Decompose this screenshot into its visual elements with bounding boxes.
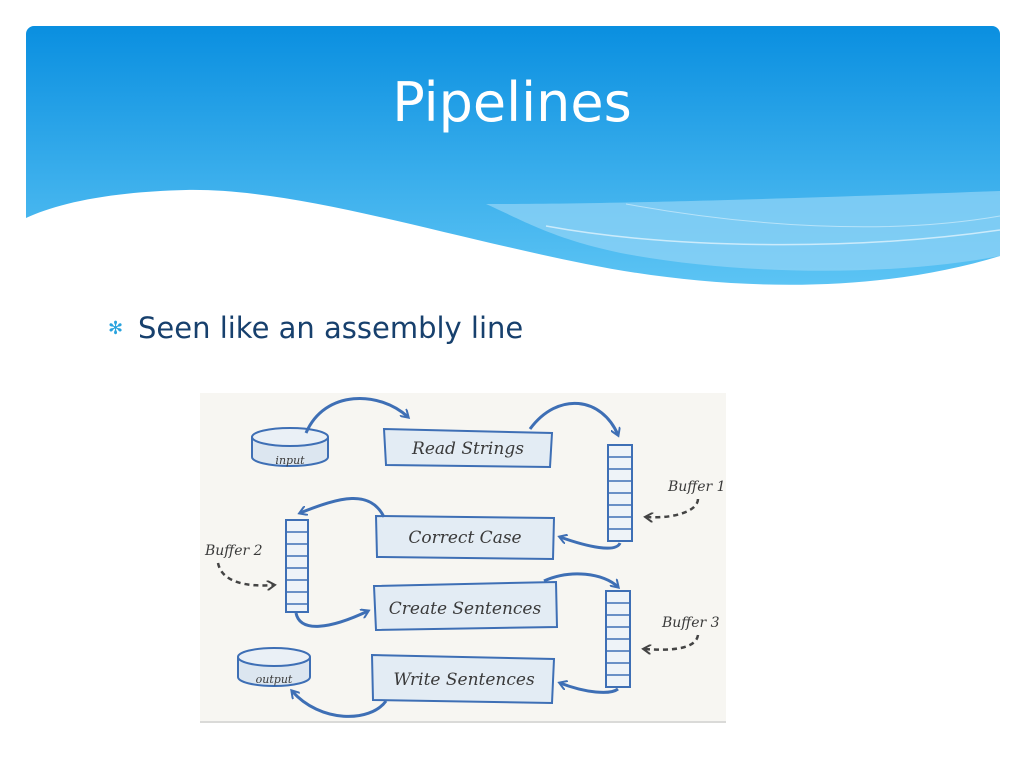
output-label: output: [256, 673, 293, 686]
flow-arrow: [560, 537, 622, 550]
buffer-3-stack: [605, 590, 631, 688]
asterisk-bullet-icon: ✻: [108, 317, 124, 339]
flow-arrow: [560, 683, 619, 694]
dashed-arrow: [216, 562, 274, 585]
buffer-2-stack: [285, 519, 309, 613]
stage-label: Read Strings: [411, 439, 524, 459]
stage-correct-case: Correct Case: [374, 514, 556, 561]
flow-arrow: [304, 397, 408, 434]
output-drum: output: [237, 647, 311, 687]
input-drum: input: [251, 427, 329, 467]
slide-title: Pipelines: [392, 71, 632, 134]
dashed-arrow: [644, 634, 700, 650]
pipeline-diagram: input output Read Strings Correct Case C…: [200, 393, 726, 723]
stage-create-sentences: Create Sentences: [372, 580, 559, 632]
stage-write-sentences: Write Sentences: [370, 653, 556, 705]
stage-read-strings: Read Strings: [382, 427, 554, 469]
input-label: input: [275, 454, 305, 467]
buffer-1-label: Buffer 1: [667, 479, 726, 495]
stage-label: Create Sentences: [389, 599, 542, 619]
bullet-item: ✻ Seen like an assembly line: [108, 308, 523, 348]
flow-arrow: [543, 572, 618, 587]
stage-label: Correct Case: [408, 528, 521, 548]
flow-arrow: [300, 497, 386, 518]
buffer-3-label: Buffer 3: [661, 615, 720, 631]
stage-label: Write Sentences: [393, 670, 535, 690]
bullet-text: Seen like an assembly line: [138, 311, 524, 345]
flow-arrow: [292, 691, 388, 718]
dashed-arrow: [646, 498, 700, 517]
buffer-2-label: Buffer 2: [204, 543, 263, 559]
slide-header: [26, 26, 1000, 291]
flow-arrow: [528, 402, 618, 435]
buffer-1-stack: [607, 444, 633, 542]
flow-arrow: [294, 611, 368, 628]
